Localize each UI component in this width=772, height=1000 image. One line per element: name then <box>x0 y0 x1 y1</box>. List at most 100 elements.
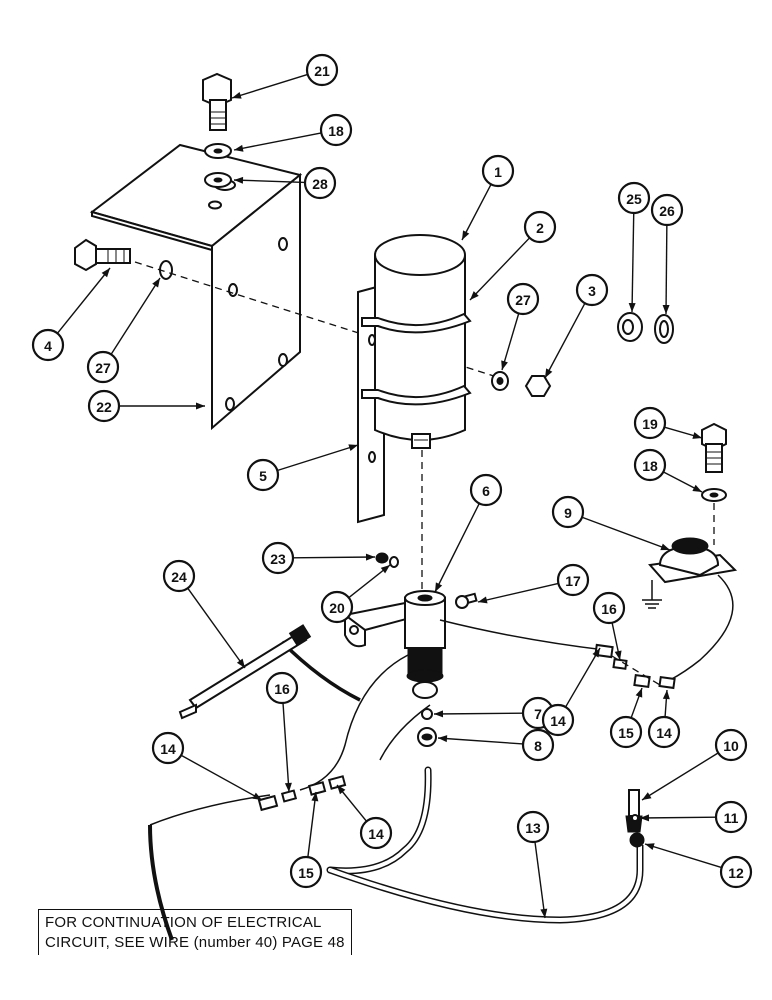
bolt-21 <box>202 72 232 131</box>
leader-line-8 <box>437 737 524 745</box>
callout-label-5: 5 <box>259 468 267 484</box>
wire-continuation-heavy <box>148 824 174 941</box>
leader-arrow-25 <box>628 302 636 312</box>
leader-line-9 <box>581 516 671 551</box>
wire-switch-to-connector <box>439 619 606 651</box>
leader-line-25 <box>631 212 635 313</box>
leader-line-2 <box>469 237 531 301</box>
wire-switch-ground <box>379 704 431 761</box>
connector-axis-right <box>611 655 661 686</box>
leader-line-23 <box>292 556 376 559</box>
callout-label-8: 8 <box>534 738 542 754</box>
callout-label-14c: 14 <box>160 741 176 757</box>
leader-arrow-6 <box>435 582 443 592</box>
callout-label-10: 10 <box>723 738 739 754</box>
washer-20 <box>389 556 399 568</box>
leader-arrow-14d <box>337 785 346 795</box>
leader-line-27b <box>501 313 520 371</box>
leader-arrow-5 <box>348 444 358 452</box>
callout-16b: 16 <box>265 671 299 705</box>
screw-17 <box>455 592 478 609</box>
leader-line-21 <box>231 73 308 99</box>
wire-switch-lower <box>299 654 409 791</box>
callout-21: 21 <box>305 53 339 87</box>
bolt-4 <box>74 238 131 272</box>
callout-5: 5 <box>246 458 280 492</box>
callout-label-28: 28 <box>312 176 328 192</box>
leader-arrow-21 <box>232 91 242 99</box>
wire-sensor <box>669 574 734 681</box>
leader-arrow-24 <box>236 658 245 668</box>
callout-15b: 15 <box>289 855 323 889</box>
leader-arrow-28 <box>234 176 244 184</box>
o-ring-11 <box>631 814 639 822</box>
callout-14c: 14 <box>151 731 185 765</box>
filter-canister <box>374 234 466 449</box>
connector-14-left-a <box>257 794 279 812</box>
clamp-lower <box>361 384 472 406</box>
nut-12 <box>629 832 645 848</box>
callout-label-6: 6 <box>482 483 490 499</box>
callout-label-22: 22 <box>96 399 112 415</box>
callout-label-20: 20 <box>329 600 345 616</box>
leader-arrow-14b <box>662 690 670 700</box>
callout-label-17: 17 <box>565 573 581 589</box>
leader-line-7 <box>433 712 524 715</box>
callout-label-25: 25 <box>626 191 642 207</box>
callout-25: 25 <box>617 181 651 215</box>
leader-arrow-16b <box>284 782 292 792</box>
hose-13-left-inner <box>328 768 431 873</box>
leader-line-4 <box>56 267 111 334</box>
leader-arrow-4 <box>101 268 110 278</box>
callout-18a: 18 <box>319 113 353 147</box>
leader-line-1 <box>461 183 492 241</box>
leader-arrow-18a <box>234 144 244 152</box>
leader-arrow-22 <box>196 402 205 410</box>
screw-23 <box>375 552 389 564</box>
callout-14d: 14 <box>359 816 393 850</box>
leader-line-11 <box>639 816 717 819</box>
callout-20: 20 <box>320 590 354 624</box>
connector-15-right <box>633 673 651 689</box>
seat-hole <box>421 733 433 741</box>
callout-4: 4 <box>31 328 65 362</box>
callout-label-19: 19 <box>642 416 658 432</box>
callout-label-16b: 16 <box>274 681 290 697</box>
leader-arrow-17 <box>478 596 488 604</box>
callout-label-7: 7 <box>534 706 542 722</box>
leader-arrow-7 <box>434 710 444 718</box>
callout-10: 10 <box>714 728 748 762</box>
callout-label-24: 24 <box>171 569 187 585</box>
callout-label-27b: 27 <box>515 292 531 308</box>
leader-arrow-18b <box>692 484 702 492</box>
callout-label-14d: 14 <box>368 826 384 842</box>
continuation-note: FOR CONTINUATION OF ELECTRICAL CIRCUIT, … <box>38 909 352 955</box>
callout-12: 12 <box>719 855 753 889</box>
callout-28: 28 <box>303 166 337 200</box>
leader-line-3 <box>544 302 586 379</box>
leader-line-14a <box>564 647 601 708</box>
leader-line-27a <box>110 277 161 355</box>
note-line-2: CIRCUIT, SEE WIRE (number 40) PAGE 48 <box>45 934 345 951</box>
callout-15a: 15 <box>609 715 643 749</box>
connector-15-left <box>307 781 327 796</box>
callout-17: 17 <box>556 563 590 597</box>
leader-arrow-19 <box>692 432 702 439</box>
plate-hole <box>368 451 376 463</box>
connector-14-left-b <box>327 775 347 790</box>
washer-hole <box>213 177 223 183</box>
leader-arrow-10 <box>642 792 652 800</box>
fitting-10 <box>625 789 643 833</box>
callout-label-15b: 15 <box>298 865 314 881</box>
callout-14a: 14 <box>541 703 575 737</box>
callout-6: 6 <box>469 473 503 507</box>
leader-arrow-27a <box>152 278 160 288</box>
hose-13-right <box>328 845 644 924</box>
leader-line-18a <box>233 132 322 151</box>
callout-label-2: 2 <box>536 220 544 236</box>
leader-arrow-26 <box>662 304 670 314</box>
callout-27a: 27 <box>86 350 120 384</box>
callout-label-16a: 16 <box>601 601 617 617</box>
note-line-1: FOR CONTINUATION OF ELECTRICAL <box>45 914 322 931</box>
leader-arrow-11 <box>640 814 650 822</box>
